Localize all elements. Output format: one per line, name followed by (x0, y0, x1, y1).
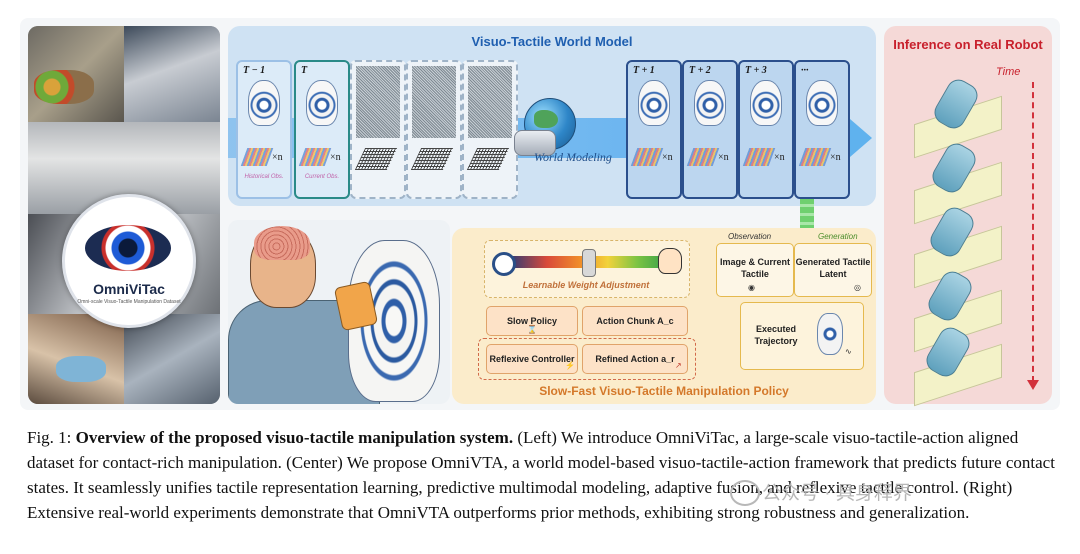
refined-action-label: Refined Action a_r (595, 354, 675, 364)
arrow-icon: ↗ (675, 361, 682, 370)
photo-fruit (34, 70, 94, 104)
brain-icon (254, 226, 310, 260)
generation-box: Generated Tactile Latent (794, 243, 872, 297)
pointing-hand-icon (658, 248, 682, 274)
noise-grid (410, 148, 454, 170)
watermark: 公众号 · 具身释界 (762, 483, 912, 504)
noise-grid (354, 148, 398, 170)
world-model-title: Visuo-Tactile World Model (471, 34, 633, 49)
reflexive-controller-box: Reflexive Controller ⚡ (486, 344, 578, 374)
time-axis-arrowhead (1027, 380, 1039, 390)
tactile-map (630, 148, 664, 166)
executed-trajectory-box: Executed Trajectory ∿ (740, 302, 864, 370)
repeat-label: ×n (330, 152, 341, 163)
frame-noise (350, 60, 406, 199)
eye-icon: ◉ (748, 283, 755, 292)
vase-image (694, 80, 726, 126)
generation-caption: Generation (818, 232, 858, 241)
frame-label: T + 3 (745, 65, 767, 76)
repeat-label: ×n (718, 152, 729, 163)
caption-bold: Overview of the proposed visuo-tactile m… (75, 428, 514, 447)
frame-future: T + 1 ×n (626, 60, 682, 199)
tactile-map (798, 148, 832, 166)
time-label: Time (996, 66, 1021, 78)
vase-image (750, 80, 782, 126)
frame-noise (406, 60, 462, 199)
refined-action-box: Refined Action a_r ↗ (582, 344, 688, 374)
frame-future: ··· ×n (794, 60, 850, 199)
reflexive-controller-label: Reflexive Controller (489, 354, 575, 364)
tactile-map (240, 148, 274, 166)
noise-grid (466, 148, 510, 170)
lightning-icon: ⚡ (565, 361, 575, 370)
robot-hand-icon (514, 130, 556, 156)
frame-label: T + 2 (689, 65, 711, 76)
frame-label: T − 1 (243, 65, 266, 76)
magnifier-icon (492, 252, 516, 276)
noise-image (356, 66, 400, 138)
figure-caption: Fig. 1: Overview of the proposed visuo-t… (27, 425, 1057, 525)
generation-arrow (800, 199, 814, 231)
noise-image (412, 66, 456, 138)
frame-label: T + 1 (633, 65, 655, 76)
real-robot-title: Inference on Real Robot (893, 37, 1043, 52)
repeat-label: ×n (774, 152, 785, 163)
world-modeling-label: World Modeling (534, 150, 612, 164)
observation-box: Image & Current Tactile (716, 243, 794, 297)
frame-future: T + 2 ×n (682, 60, 738, 199)
vase-icon (817, 313, 843, 355)
action-chunk-box: Action Chunk A_c (582, 306, 688, 336)
vase-image (806, 80, 838, 126)
frame-label: T (301, 65, 308, 76)
caption-text: (Left) We introduce OmniViTac, a large-s… (27, 428, 1055, 522)
frame-caption: Historical Obs. (244, 174, 284, 180)
policy-title: Slow-Fast Visuo-Tactile Manipulation Pol… (539, 384, 789, 398)
slow-policy-box: Slow Policy ⌛ (486, 306, 578, 336)
repeat-label: ×n (830, 152, 841, 163)
frame-historical: T − 1 ×n Historical Obs. (236, 60, 292, 199)
photo-tactile-task (124, 314, 220, 404)
person-with-vase-illustration (228, 220, 450, 404)
repeat-label: ×n (272, 152, 283, 163)
executed-trajectory-label: Executed Trajectory (754, 324, 798, 346)
omnivitac-logo: OmniViTac Omni-scale Visuo-Tactile Manip… (62, 194, 196, 328)
real-robot-panel: Inference on Real Robot Time (884, 26, 1052, 407)
slow-policy-label: Slow Policy (506, 316, 557, 326)
generation-box-label: Generated Tactile Latent (795, 257, 871, 279)
tactile-map (686, 148, 720, 166)
eye-icon (85, 225, 171, 271)
hourglass-icon: ⌛ (527, 325, 537, 334)
logo-title: OmniViTac (93, 281, 165, 297)
time-axis-line (1032, 82, 1036, 382)
weight-slider-knob (582, 249, 596, 277)
fingerprint-icon: ◎ (854, 283, 861, 292)
observation-box-label: Image & Current Tactile (719, 257, 790, 279)
vase-image (306, 80, 338, 126)
photo-robot-arm (124, 26, 220, 122)
dataset-photo-collage: OmniViTac Omni-scale Visuo-Tactile Manip… (28, 26, 220, 404)
repeat-label: ×n (662, 152, 673, 163)
world-model-panel: Visuo-Tactile World Model T − 1 ×n Histo… (228, 26, 876, 206)
tactile-map (742, 148, 776, 166)
globe-land (534, 110, 558, 128)
noise-image (468, 66, 512, 138)
action-chunk-label: Action Chunk A_c (596, 316, 674, 326)
frame-label: ··· (801, 65, 809, 76)
fast-loop-outline (478, 338, 696, 380)
trajectory-icon: ∿ (845, 347, 852, 356)
wechat-icon (730, 480, 760, 506)
observation-caption: Observation (728, 232, 772, 241)
photo-blue-object (56, 356, 106, 382)
weight-adjustment-label: Learnable Weight Adjustment (522, 280, 650, 290)
caption-prefix: Fig. 1: (27, 428, 76, 447)
logo-subtitle: Omni-scale Visuo-Tactile Manipulation Da… (77, 299, 181, 305)
frame-noise (462, 60, 518, 199)
vase-image (638, 80, 670, 126)
frame-future: T + 3 ×n (738, 60, 794, 199)
vase-image (248, 80, 280, 126)
tactile-map (298, 148, 332, 166)
frame-current: T ×n Current Obs. (294, 60, 350, 199)
frame-caption: Current Obs. (304, 174, 340, 180)
